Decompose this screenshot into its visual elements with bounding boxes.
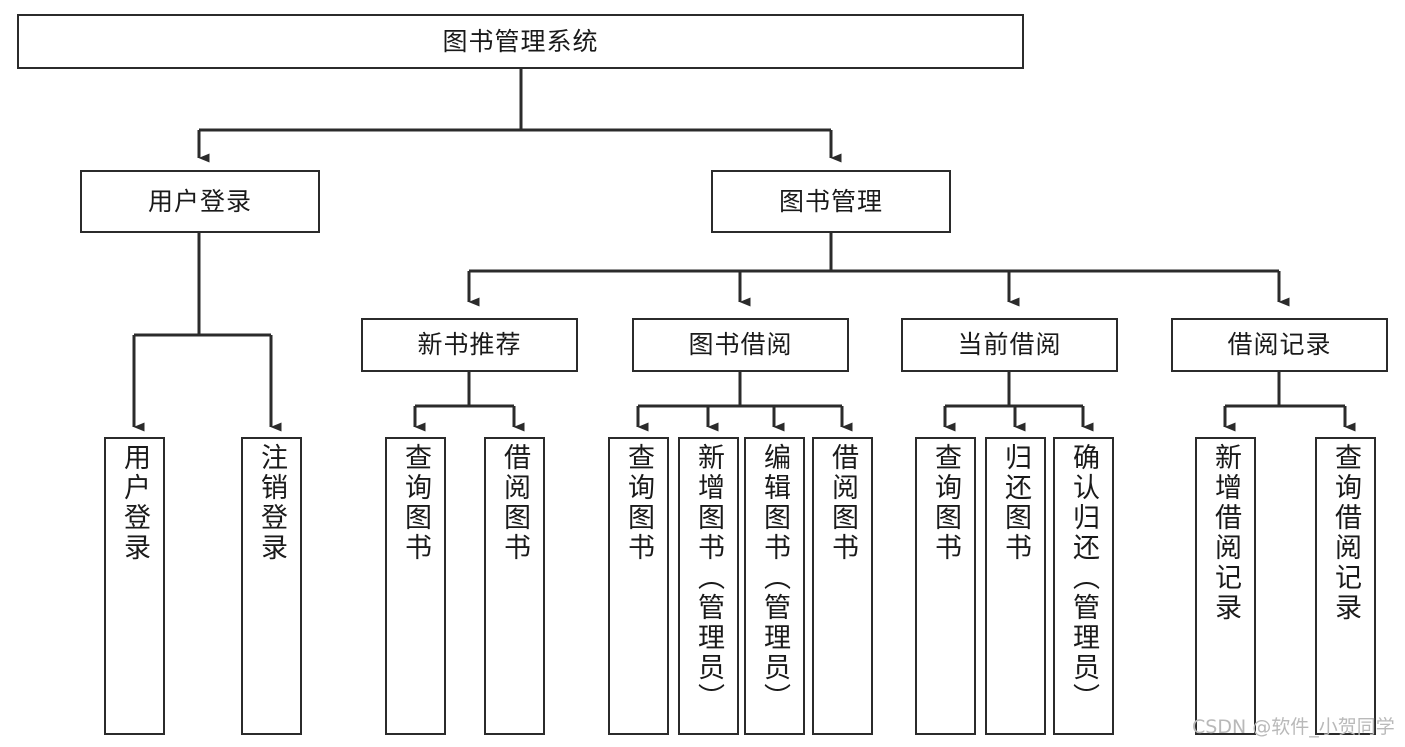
leaf-borrow-edit-book-admin[interactable]: 编辑图书（管理员） [744,437,805,735]
node-root-book-management-system[interactable]: 图书管理系统 [17,14,1024,69]
leaf-current-query-book[interactable]: 查询图书 [915,437,976,735]
node-user-login-label: 用户登录 [147,186,252,216]
leaf-recommend-borrow-book[interactable]: 借阅图书 [484,437,545,735]
leaf-record-query-record[interactable]: 查询借阅记录 [1315,437,1376,735]
leaf-label: 查询图书 [400,443,431,563]
leaf-label: 借阅图书 [827,443,858,563]
leaf-borrow-borrow-book[interactable]: 借阅图书 [812,437,873,735]
leaf-label: 查询借阅记录 [1330,443,1361,623]
leaf-label: 新增借阅记录 [1210,443,1241,623]
leaf-label: 确认归还（管理员） [1068,443,1099,713]
leaf-label: 查询图书 [930,443,961,563]
node-current-borrow-label: 当前借阅 [957,330,1062,360]
node-book-management[interactable]: 图书管理 [711,170,951,233]
node-new-book-recommend[interactable]: 新书推荐 [361,318,578,372]
leaf-borrow-add-book-admin[interactable]: 新增图书（管理员） [678,437,739,735]
leaf-label: 归还图书 [1000,443,1031,563]
leaf-current-confirm-return-admin[interactable]: 确认归还（管理员） [1053,437,1114,735]
leaf-borrow-query-book[interactable]: 查询图书 [608,437,669,735]
leaf-user-login-login[interactable]: 用户登录 [104,437,165,735]
watermark-text: CSDN @软件_小贺同学 [1192,716,1395,738]
node-borrow-record[interactable]: 借阅记录 [1171,318,1388,372]
leaf-label: 新增图书（管理员） [693,443,724,713]
leaf-recommend-query-book[interactable]: 查询图书 [385,437,446,735]
node-book-management-label: 图书管理 [778,186,883,216]
leaf-label: 借阅图书 [499,443,530,563]
leaf-label: 编辑图书（管理员） [759,443,790,713]
leaf-record-add-record[interactable]: 新增借阅记录 [1195,437,1256,735]
node-borrow-record-label: 借阅记录 [1227,330,1332,360]
node-current-borrow[interactable]: 当前借阅 [901,318,1118,372]
node-book-borrow[interactable]: 图书借阅 [632,318,849,372]
node-root-label: 图书管理系统 [442,26,599,56]
node-new-book-recommend-label: 新书推荐 [417,330,522,360]
leaf-label: 注销登录 [256,443,287,563]
leaf-current-return-book[interactable]: 归还图书 [985,437,1046,735]
node-user-login[interactable]: 用户登录 [80,170,320,233]
leaf-label: 查询图书 [623,443,654,563]
leaf-user-login-logout[interactable]: 注销登录 [241,437,302,735]
node-book-borrow-label: 图书借阅 [688,330,793,360]
leaf-label: 用户登录 [119,443,150,563]
